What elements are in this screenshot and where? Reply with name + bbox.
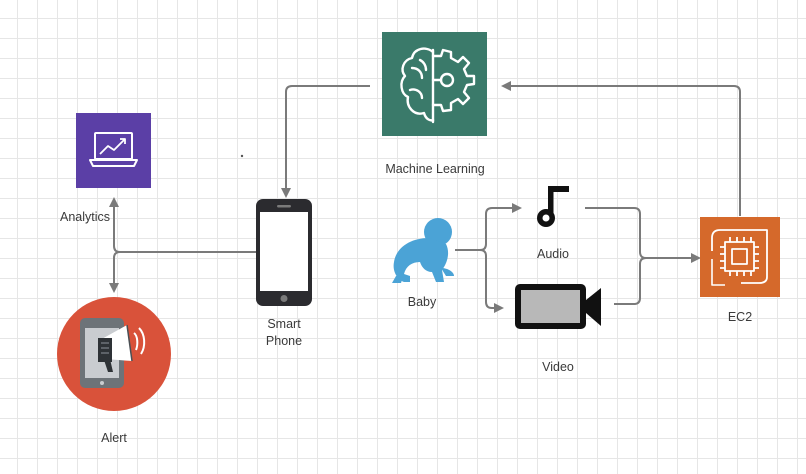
connector-baby-to-audio xyxy=(455,203,522,251)
video-camera-icon xyxy=(515,284,601,329)
video-node[interactable] xyxy=(515,284,601,329)
analytics-label: Analytics xyxy=(59,210,111,224)
analytics-node[interactable] xyxy=(76,113,151,188)
smart-phone-label-line1: Smart xyxy=(267,317,301,331)
connector-ec2-to-ml xyxy=(501,81,741,216)
connector-baby-to-video xyxy=(479,249,504,313)
smart-phone-node[interactable] xyxy=(256,199,312,306)
baby-label: Baby xyxy=(407,295,437,309)
ec2-label: EC2 xyxy=(727,310,753,324)
smart-phone-label-line2: Phone xyxy=(265,334,303,348)
alert-node[interactable] xyxy=(57,297,171,411)
stray-dot xyxy=(240,154,244,158)
music-note-icon xyxy=(537,186,569,227)
brain-gear-icon xyxy=(400,47,476,124)
machine-learning-label: Machine Learning xyxy=(385,162,485,176)
audio-label: Audio xyxy=(537,247,569,261)
video-label: Video xyxy=(542,360,574,374)
baby-node[interactable] xyxy=(392,218,454,283)
phone-megaphone-icon xyxy=(80,318,146,388)
machine-learning-node[interactable] xyxy=(382,32,487,136)
crawling-baby-icon xyxy=(392,218,454,283)
connector-phone-to-analytics xyxy=(109,197,256,253)
chip-icon xyxy=(711,229,768,286)
connector-video-to-ec2 xyxy=(614,257,647,305)
connector-audio-to-ec2 xyxy=(585,207,701,263)
alert-label: Alert xyxy=(101,431,127,445)
audio-node[interactable] xyxy=(537,186,569,227)
connector-phone-to-alert xyxy=(109,251,121,293)
smartphone-icon xyxy=(256,199,312,306)
ec2-node[interactable] xyxy=(700,217,780,297)
connector-ml-to-phone xyxy=(281,85,370,198)
trend-chart-icon xyxy=(89,132,138,167)
